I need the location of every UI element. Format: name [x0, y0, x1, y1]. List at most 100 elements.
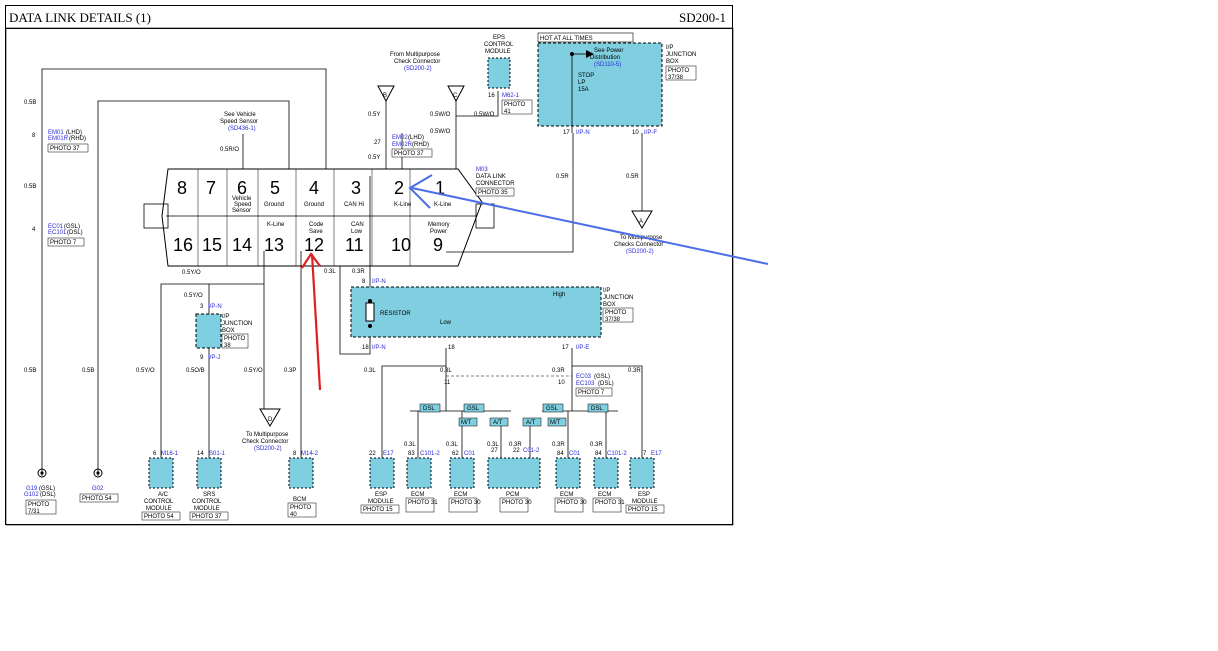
- pin-14: 14: [232, 235, 252, 255]
- ec03: EC03: [576, 374, 592, 380]
- lr-w-a: 0.3L: [404, 442, 416, 448]
- mpc-label-1: From Multipurpose: [390, 52, 441, 58]
- pin5-label: Ground: [264, 202, 284, 208]
- svg-text:PCM: PCM: [506, 492, 519, 498]
- ll-wire-ac: 0.5Y/O: [136, 368, 155, 374]
- diagram-title: DATA LINK DETAILS (1): [9, 10, 151, 25]
- g-photo-a: PHOTO: [28, 502, 50, 508]
- ll-wire-bcm: 0.3P: [284, 368, 296, 374]
- connector-id: M03: [476, 167, 488, 173]
- lr-w-c: 0.3L: [487, 442, 499, 448]
- module-ecm-4: 84 C101-2 ECM PHOTO 31: [592, 451, 627, 513]
- pin-15: 15: [202, 235, 222, 255]
- mpc-d-ref: (SD200-2): [254, 446, 282, 452]
- svg-text:C01-2: C01-2: [523, 448, 540, 454]
- module-ecm-2: 62 C01 ECM PHOTO 30: [448, 451, 481, 513]
- pin12-label-1: Code: [309, 222, 324, 228]
- pin-8: 8: [177, 178, 187, 198]
- srs-conn: S01-1: [209, 451, 226, 457]
- module-ecm-3: 84 C01 ECM PHOTO 30: [554, 451, 587, 513]
- pin-1: 1: [435, 178, 445, 198]
- mpc-b-triangle: [377, 85, 395, 103]
- ip-junction-box-top: [537, 42, 663, 127]
- svg-text:ECM: ECM: [411, 492, 424, 498]
- svg-text:27: 27: [491, 448, 498, 454]
- svg-text:MODULE: MODULE: [632, 499, 658, 505]
- svg-text:PHOTO 31: PHOTO 31: [595, 500, 625, 506]
- esp-module-box-1: [369, 457, 395, 489]
- mpc-wire-b2: 0.5Y: [368, 155, 380, 161]
- tag-gsl-2: GSL: [546, 406, 559, 412]
- pin6-label-2: Speed: [234, 202, 251, 208]
- jb-title-2: JUNCTION: [666, 52, 696, 58]
- lr-w-f: 0.3R: [590, 442, 603, 448]
- svg-text:PHOTO 15: PHOTO 15: [363, 507, 393, 513]
- pin-7: 7: [206, 178, 216, 198]
- pin11-label-1: CAN: [351, 222, 364, 228]
- ip-junction-box-bottom: [350, 286, 602, 338]
- ec01: EC01: [48, 224, 64, 230]
- left-photo-2: PHOTO 7: [50, 240, 77, 246]
- srs-photo: PHOTO 37: [192, 514, 222, 520]
- fuse-1: STOP: [578, 73, 594, 79]
- eps-label-3: MODULE: [485, 49, 511, 55]
- jb2-resistor: RESISTOR: [380, 311, 411, 317]
- pin-9: 9: [433, 235, 443, 255]
- jb2-title-3: BOX: [603, 302, 616, 308]
- ecm-box-4: [593, 457, 619, 489]
- mpc-c-triangle: [447, 85, 465, 103]
- ac-label-1: A/C: [158, 492, 169, 498]
- ec103-note: (DSL): [598, 381, 614, 387]
- mpc-c: C: [453, 93, 458, 99]
- ac-label-3: MODULE: [146, 506, 172, 512]
- ll-jb-photo-b: 38: [224, 343, 231, 349]
- jb-title-1: I/P: [666, 45, 673, 51]
- pin-12: 12: [304, 235, 324, 255]
- g102: G102: [24, 492, 39, 498]
- jb2-pin17: 17: [562, 345, 569, 351]
- wire-0-5b-3: 0.5B: [24, 368, 36, 374]
- pin-10: 10: [391, 235, 411, 255]
- connector-photo: PHOTO 35: [478, 190, 508, 196]
- tag-at-2: A/T: [526, 420, 536, 426]
- lr-pin10: 10: [558, 380, 565, 386]
- jb2-pin18: 18: [448, 345, 455, 351]
- jb2-pin8: 8: [362, 279, 366, 285]
- tag-mt-1: M/T: [461, 420, 472, 426]
- pin-6: 6: [237, 178, 247, 198]
- jb-photo-b: 37/38: [668, 75, 684, 81]
- mpc2-label-2: Checks Connector: [614, 242, 663, 248]
- svg-text:PHOTO 31: PHOTO 31: [408, 500, 438, 506]
- g-photo-b: 7/31: [28, 509, 40, 515]
- vss-ref: (SD436-1): [228, 126, 256, 132]
- svg-text:62: 62: [452, 451, 459, 457]
- pin6-label-1: Vehicle: [232, 196, 252, 202]
- em01-note: (LHD): [66, 130, 82, 136]
- g02-photo: PHOTO 54: [82, 496, 112, 502]
- vss-label-1: See Vehicle: [224, 112, 256, 118]
- mpc-wire-c: 0.5W/O: [430, 112, 451, 118]
- module-pcm: 27 22 C01-2 PCM PHOTO 30: [491, 448, 540, 513]
- svg-text:C01: C01: [569, 451, 581, 457]
- svg-text:22: 22: [513, 448, 520, 454]
- jb-photo-a: PHOTO: [668, 68, 690, 74]
- svg-text:MODULE: MODULE: [368, 499, 394, 505]
- ll-jb-2: JUNCTION: [222, 321, 252, 327]
- lr-wire-2: 0.3L: [440, 368, 452, 374]
- svg-text:ECM: ECM: [454, 492, 467, 498]
- svg-text:ESP: ESP: [375, 492, 387, 498]
- em01-pin: 8: [32, 133, 36, 139]
- connector-line1: DATA LINK: [476, 174, 506, 180]
- ll-wire-d: 0.5Y/O: [244, 368, 263, 374]
- em02-pin: 27: [374, 140, 381, 146]
- mpc-ref: (SD200-2): [404, 66, 432, 72]
- wire-0-5b-1: 0.5B: [24, 100, 36, 106]
- ll-ip-pin9: 9: [200, 355, 204, 361]
- ecm-box-1: [406, 457, 432, 489]
- module-ecm-1: 83 C101-2 ECM PHOTO 31: [405, 451, 440, 513]
- ac-conn: M16-1: [161, 451, 179, 457]
- ll-jb-3: BOX: [222, 328, 235, 334]
- jb-pin10: 10: [632, 130, 639, 136]
- ip-junction-box-small: [195, 313, 222, 349]
- mpc-d-label-2: Check Connector: [242, 439, 288, 445]
